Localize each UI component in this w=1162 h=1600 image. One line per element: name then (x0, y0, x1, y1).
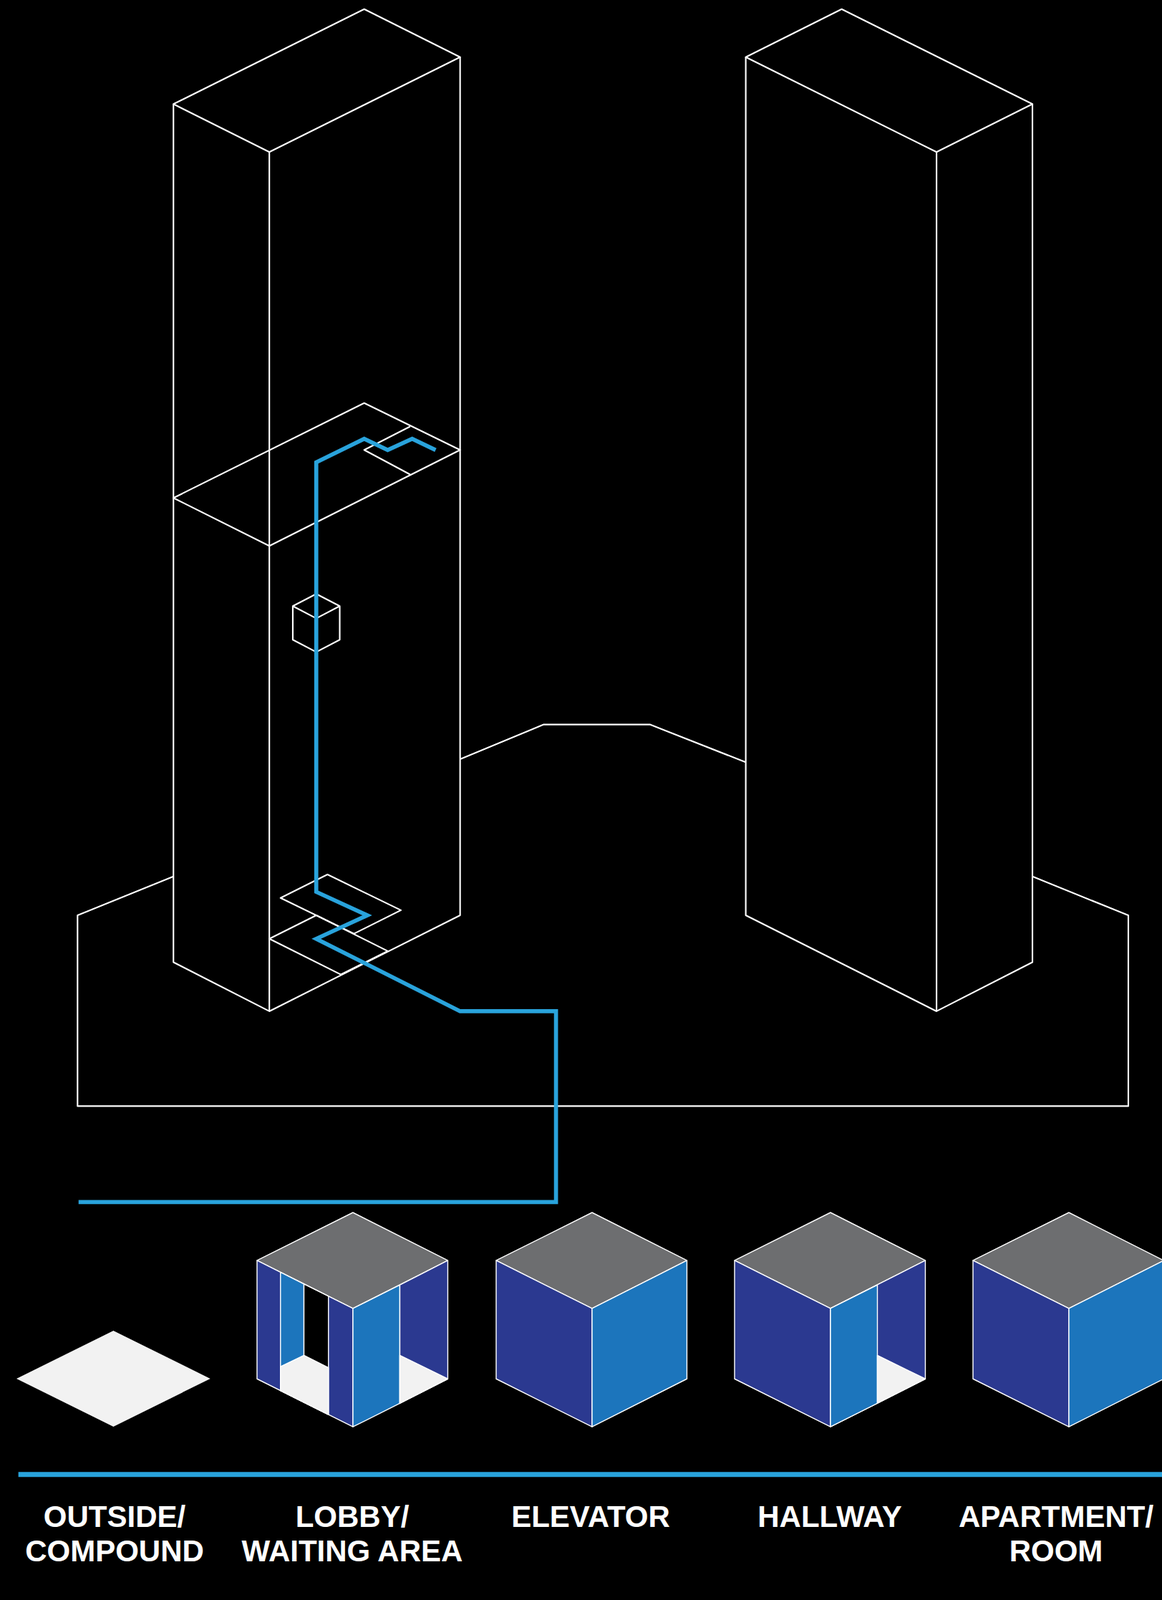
tower-roof (173, 9, 460, 152)
stage-node: OUTSIDE/ COMPOUND (7, 1212, 222, 1569)
icon-face (877, 1354, 926, 1403)
icon-face (734, 1260, 831, 1427)
icon-face (1068, 1260, 1162, 1427)
stage-label: HALLWAY (722, 1499, 938, 1534)
compound-outline (460, 724, 747, 763)
icon-face (591, 1260, 687, 1427)
stage-label: ELEVATOR (483, 1499, 699, 1534)
stage-icon (257, 1212, 449, 1428)
stage-icon (972, 1212, 1162, 1428)
icon-face (400, 1260, 449, 1403)
stage-label: OUTSIDE/ COMPOUND (7, 1499, 222, 1569)
icon-face (972, 1260, 1069, 1427)
icon-face (400, 1354, 449, 1403)
stage-icon (16, 1330, 211, 1427)
wireframe (77, 9, 1129, 1107)
tower-edge (268, 151, 270, 1011)
stage-label: LOBBY/ WAITING AREA (216, 1499, 489, 1569)
icon-face (16, 1330, 211, 1427)
icon-face (352, 1284, 401, 1427)
stage-node: HALLWAY (722, 1212, 938, 1534)
stage-label: APARTMENT/ ROOM (952, 1499, 1160, 1569)
stage-node: APARTMENT/ ROOM (952, 1212, 1160, 1569)
timeline-bar (18, 1471, 1162, 1477)
icon-face (830, 1260, 926, 1427)
icon-face (257, 1260, 353, 1427)
icon-face (496, 1260, 593, 1427)
stage-node: ELEVATOR (483, 1212, 699, 1534)
tower-edge (935, 151, 938, 1011)
stage-icon (734, 1212, 927, 1428)
stage-icon (496, 1212, 689, 1428)
compound-outline (77, 876, 1129, 1107)
icon-face (830, 1284, 878, 1427)
icon-face (280, 1354, 329, 1415)
journey-path (78, 438, 557, 1203)
tower-roof (746, 9, 1033, 152)
tower-body (746, 57, 1033, 1011)
stage-node: LOBBY/ WAITING AREA (216, 1212, 489, 1569)
